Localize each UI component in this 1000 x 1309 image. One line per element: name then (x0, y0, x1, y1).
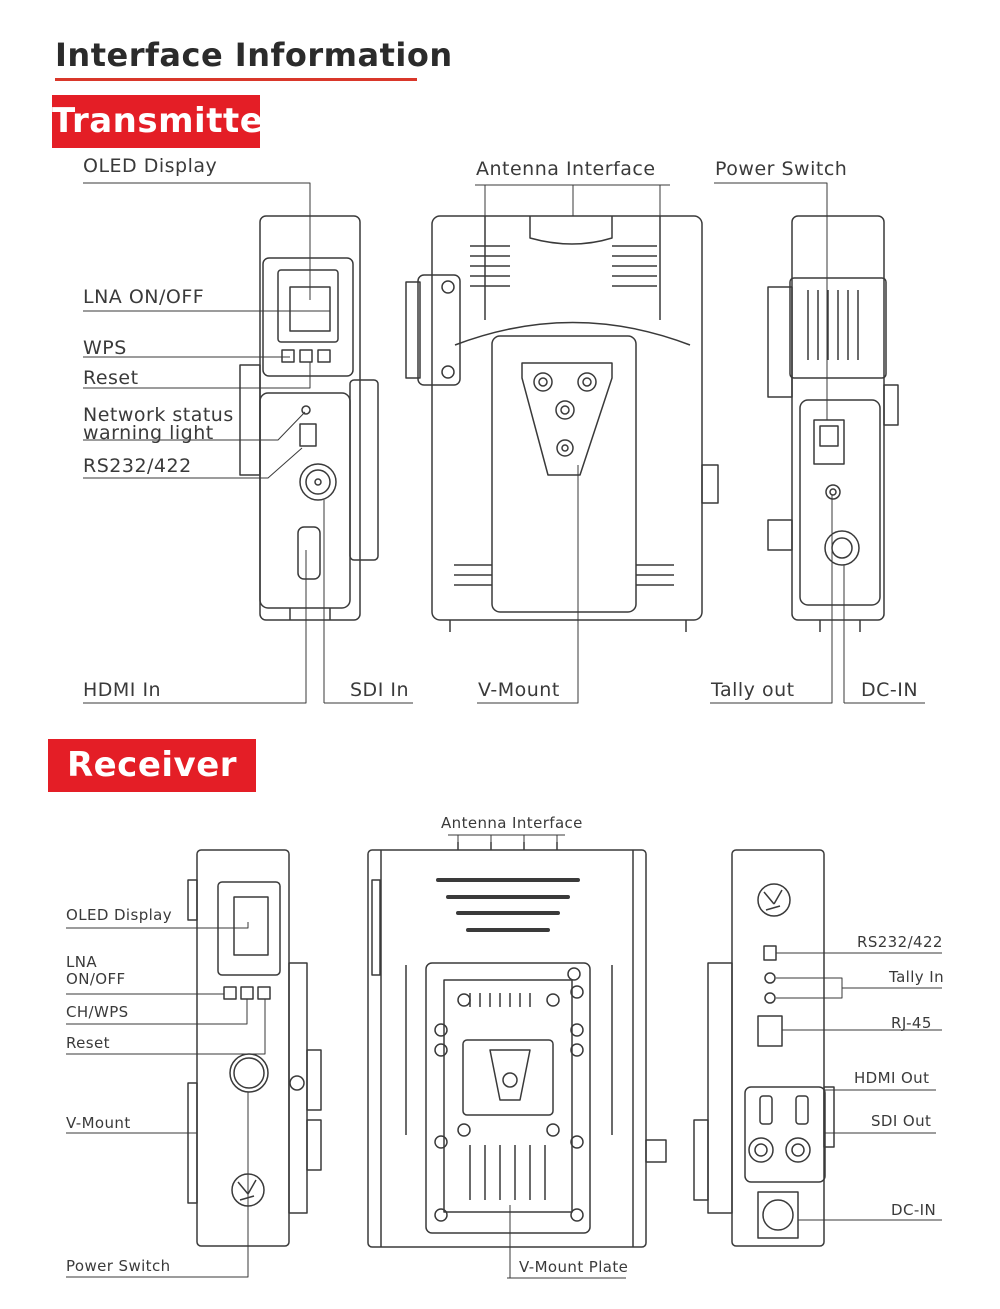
rx-label-ch-wps: CH/WPS (66, 1003, 129, 1021)
tx-label-hdmi-in: HDMI In (83, 679, 162, 701)
tx-label-reset: Reset (83, 367, 139, 389)
rx-label-reset: Reset (66, 1034, 110, 1052)
tx-label-lna-on-off: LNA ON/OFF (83, 286, 205, 308)
tx-label-oled-display: OLED Display (83, 155, 218, 177)
tx-label-antenna-interface: Antenna Interface (476, 158, 656, 180)
tx-label-dc-in: DC-IN (861, 679, 919, 701)
title-underline (55, 78, 417, 81)
transmitter-leader-lines (83, 182, 925, 704)
tx-label-network-status: Network status (83, 404, 234, 426)
rx-label-v-mount: V-Mount (66, 1114, 131, 1132)
rx-label-hdmi-out: HDMI Out (854, 1069, 930, 1087)
transmitter-left-view (239, 215, 379, 621)
tx-label-power-switch: Power Switch (715, 158, 848, 180)
tx-label-sdi-in: SDI In (350, 679, 409, 701)
rx-label-rj45: RJ-45 (891, 1014, 932, 1032)
rx-label-on-off: ON/OFF (66, 970, 126, 988)
receiver-right-view (693, 849, 835, 1247)
tx-label-tally-out: Tally out (711, 679, 795, 701)
rx-label-tally-in: Tally In (889, 968, 944, 986)
transmitter-badge: Transmitter (52, 95, 280, 148)
rx-label-rs232: RS232/422 (857, 933, 943, 951)
rx-label-antenna-interface: Antenna Interface (441, 814, 583, 832)
receiver-left-view (187, 849, 322, 1247)
tx-label-wps: WPS (83, 337, 127, 359)
page-title: Interface Information (55, 36, 453, 74)
transmitter-right-view (767, 215, 899, 632)
receiver-back-view (367, 842, 667, 1248)
rx-label-dc-in: DC-IN (891, 1201, 937, 1219)
rx-label-sdi-out: SDI Out (871, 1112, 932, 1130)
tx-label-rs232: RS232/422 (83, 455, 192, 477)
tx-label-v-mount: V-Mount (478, 679, 560, 701)
receiver-leader-lines (66, 834, 942, 1279)
rx-label-power-switch: Power Switch (66, 1257, 171, 1275)
receiver-badge: Receiver (48, 739, 256, 792)
rx-label-lna: LNA (66, 953, 98, 971)
tx-label-warning-light: warning light (83, 422, 214, 444)
rx-label-v-mount-plate: V-Mount Plate (519, 1258, 629, 1276)
transmitter-back-view (405, 215, 719, 632)
rx-label-oled-display: OLED Display (66, 906, 173, 924)
